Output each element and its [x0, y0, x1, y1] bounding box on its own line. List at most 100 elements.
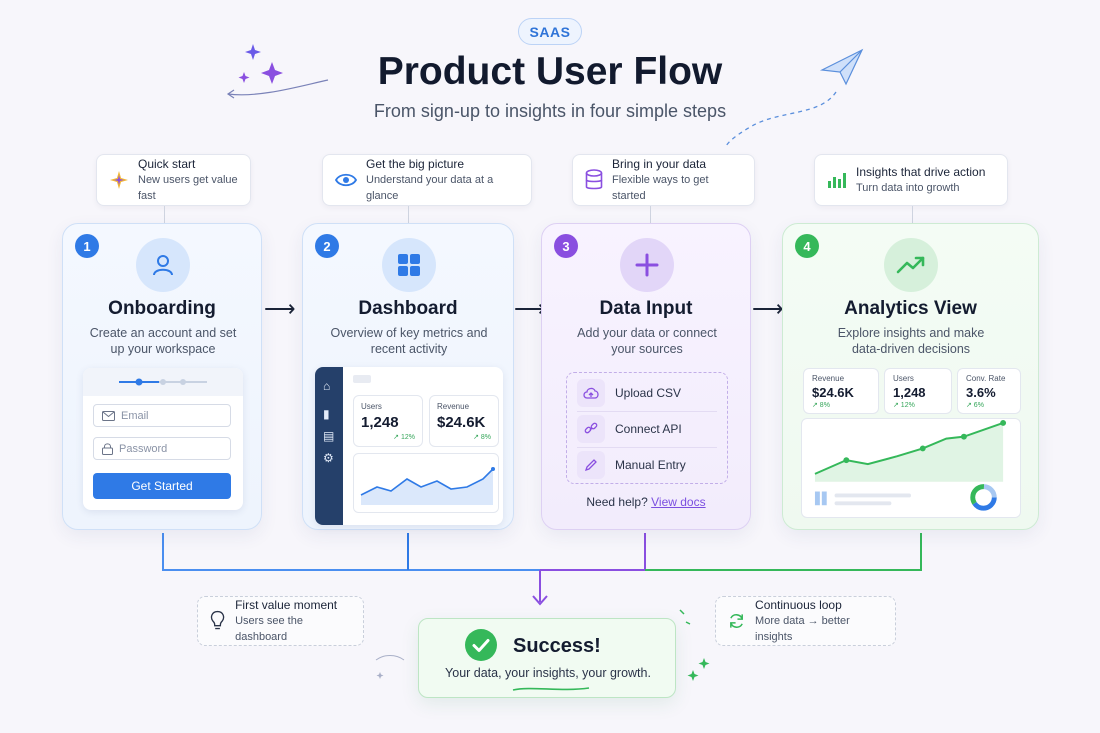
cloud-upload-icon	[577, 379, 605, 407]
user-icon	[136, 238, 190, 292]
data-source-options: Upload CSV Connect API Manual Entry	[566, 372, 728, 484]
metric-label: Users	[893, 374, 914, 383]
metric-label: Conv. Rate	[966, 374, 1006, 383]
option-connect-api[interactable]: Connect API	[577, 415, 717, 443]
step-number: 2	[315, 234, 339, 258]
callout-title: Get the big picture	[366, 157, 465, 171]
plus-icon	[620, 238, 674, 292]
step-card-dashboard: 2 Dashboard Overview of key metrics and …	[302, 223, 514, 530]
option-upload-csv[interactable]: Upload CSV	[577, 379, 717, 407]
swoosh-decoration	[227, 79, 329, 96]
step-title: Data Input	[599, 298, 693, 319]
activity-chart	[353, 453, 499, 513]
metric-change: ↗ 6%	[966, 402, 984, 409]
callout-subtitle: New users get value fast	[138, 174, 238, 202]
step-description: Create an account and set up your worksp…	[89, 326, 237, 356]
email-placeholder: Email	[121, 409, 149, 422]
bar-chart-icon	[828, 173, 846, 188]
step-number: 4	[795, 234, 819, 258]
gear-icon[interactable]: ⚙	[323, 451, 334, 465]
refresh-icon	[730, 614, 743, 628]
step-card-data-input: 3 Data Input Add your data or connect yo…	[541, 223, 751, 530]
view-docs-link[interactable]: View docs	[651, 495, 706, 509]
underline-decoration	[512, 687, 590, 691]
callout-bring-data: Bring in your data Flexible ways to get …	[572, 154, 755, 206]
sparkle-icon	[110, 171, 128, 189]
help-text: Need help? View docs	[542, 495, 750, 509]
success-subtitle: Your data, your insights, your growth.	[445, 666, 651, 680]
dashboard-sidebar: ⌂ ▮ ▤ ⚙	[315, 367, 343, 525]
metric-card-revenue: Revenue $24.6K ↗ 8%	[429, 395, 499, 447]
step-card-analytics: 4 Analytics View Explore insights and ma…	[782, 223, 1039, 530]
callout-quick-start: Quick start New users get value fast	[96, 154, 251, 206]
metric-change: ↗ 8%	[812, 402, 830, 409]
option-label: Connect API	[615, 422, 682, 436]
metric-value: 3.6%	[966, 385, 996, 400]
metric-value: 1,248	[361, 414, 399, 431]
option-label: Upload CSV	[615, 386, 682, 400]
step-description: Add your data or connect your sources	[577, 326, 717, 356]
step-number: 1	[75, 234, 99, 258]
metric-change: ↗ 12%	[893, 402, 915, 409]
password-field[interactable]: Password	[93, 437, 231, 460]
callout-title: Insights that drive action	[856, 165, 986, 179]
step-card-onboarding: 1 Onboarding Create an account and set u…	[62, 223, 262, 530]
help-label: Need help?	[586, 495, 648, 509]
option-label: Manual Entry	[615, 458, 686, 472]
email-field[interactable]: Email	[93, 404, 231, 427]
dashboard-preview: ⌂ ▮ ▤ ⚙ Users 1,248 ↗ 12% Revenue $24.6K…	[315, 367, 503, 525]
callout-title: Quick start	[138, 157, 196, 171]
page-title: Product User Flow	[377, 50, 723, 93]
eye-icon	[335, 173, 357, 187]
check-circle-icon	[465, 629, 497, 661]
step-description: Overview of key metrics and recent activ…	[330, 326, 488, 356]
note-title: First value moment	[235, 598, 338, 612]
step-title: Analytics View	[844, 298, 977, 319]
password-placeholder: Password	[119, 442, 168, 455]
arrow-right-icon: ⟶	[752, 296, 784, 321]
sparkle-decoration	[238, 44, 283, 84]
get-started-button[interactable]: Get Started	[93, 473, 231, 499]
paper-plane-icon	[819, 48, 864, 86]
metric-label: Revenue	[812, 374, 845, 383]
saas-badge: SAAS	[518, 18, 582, 45]
note-subtitle: More data → better insights	[755, 615, 850, 643]
growth-chart	[801, 418, 1021, 518]
note-title: Continuous loop	[755, 598, 842, 612]
document-icon[interactable]: ▤	[323, 429, 335, 443]
step-description: Explore insights and make data-driven de…	[837, 326, 985, 356]
signup-form: Email Password Get Started	[83, 368, 243, 510]
metric-card-users: Users 1,248 ↗ 12%	[884, 368, 952, 414]
metric-value: 1,248	[893, 385, 926, 400]
database-icon	[585, 169, 603, 190]
success-title: Success!	[513, 635, 601, 657]
progress-indicator	[83, 368, 243, 396]
callout-subtitle: Turn data into growth	[856, 182, 960, 194]
metric-change: ↗ 8%	[473, 434, 491, 441]
metric-label: Users	[361, 402, 382, 411]
home-icon[interactable]: ⌂	[323, 379, 331, 393]
lightbulb-icon	[210, 610, 225, 630]
step-number: 3	[554, 234, 578, 258]
metric-card-users: Users 1,248 ↗ 12%	[353, 395, 423, 447]
pencil-icon	[577, 451, 605, 479]
metric-change: ↗ 12%	[393, 434, 415, 441]
note-subtitle: Users see the dashboard	[235, 615, 303, 643]
lock-icon	[102, 442, 113, 455]
grid-icon	[382, 238, 436, 292]
trend-up-icon	[884, 238, 938, 292]
step-title: Onboarding	[108, 298, 216, 319]
callout-big-picture: Get the big picture Understand your data…	[322, 154, 532, 206]
arrow-right-icon: ⟶	[264, 296, 296, 321]
option-manual-entry[interactable]: Manual Entry	[577, 451, 717, 479]
metric-card-conversion: Conv. Rate 3.6% ↗ 6%	[957, 368, 1021, 414]
success-box: Success! Your data, your insights, your …	[418, 618, 676, 698]
arrow-right-icon: ⟶	[514, 296, 546, 321]
metric-card-revenue: Revenue $24.6K ↗ 8%	[803, 368, 879, 414]
note-continuous-loop: Continuous loop More data → better insig…	[715, 596, 896, 646]
metric-value: $24.6K	[437, 414, 486, 431]
callout-subtitle: Flexible ways to get started	[612, 174, 709, 202]
chart-icon[interactable]: ▮	[323, 407, 330, 421]
metric-value: $24.6K	[812, 385, 854, 400]
